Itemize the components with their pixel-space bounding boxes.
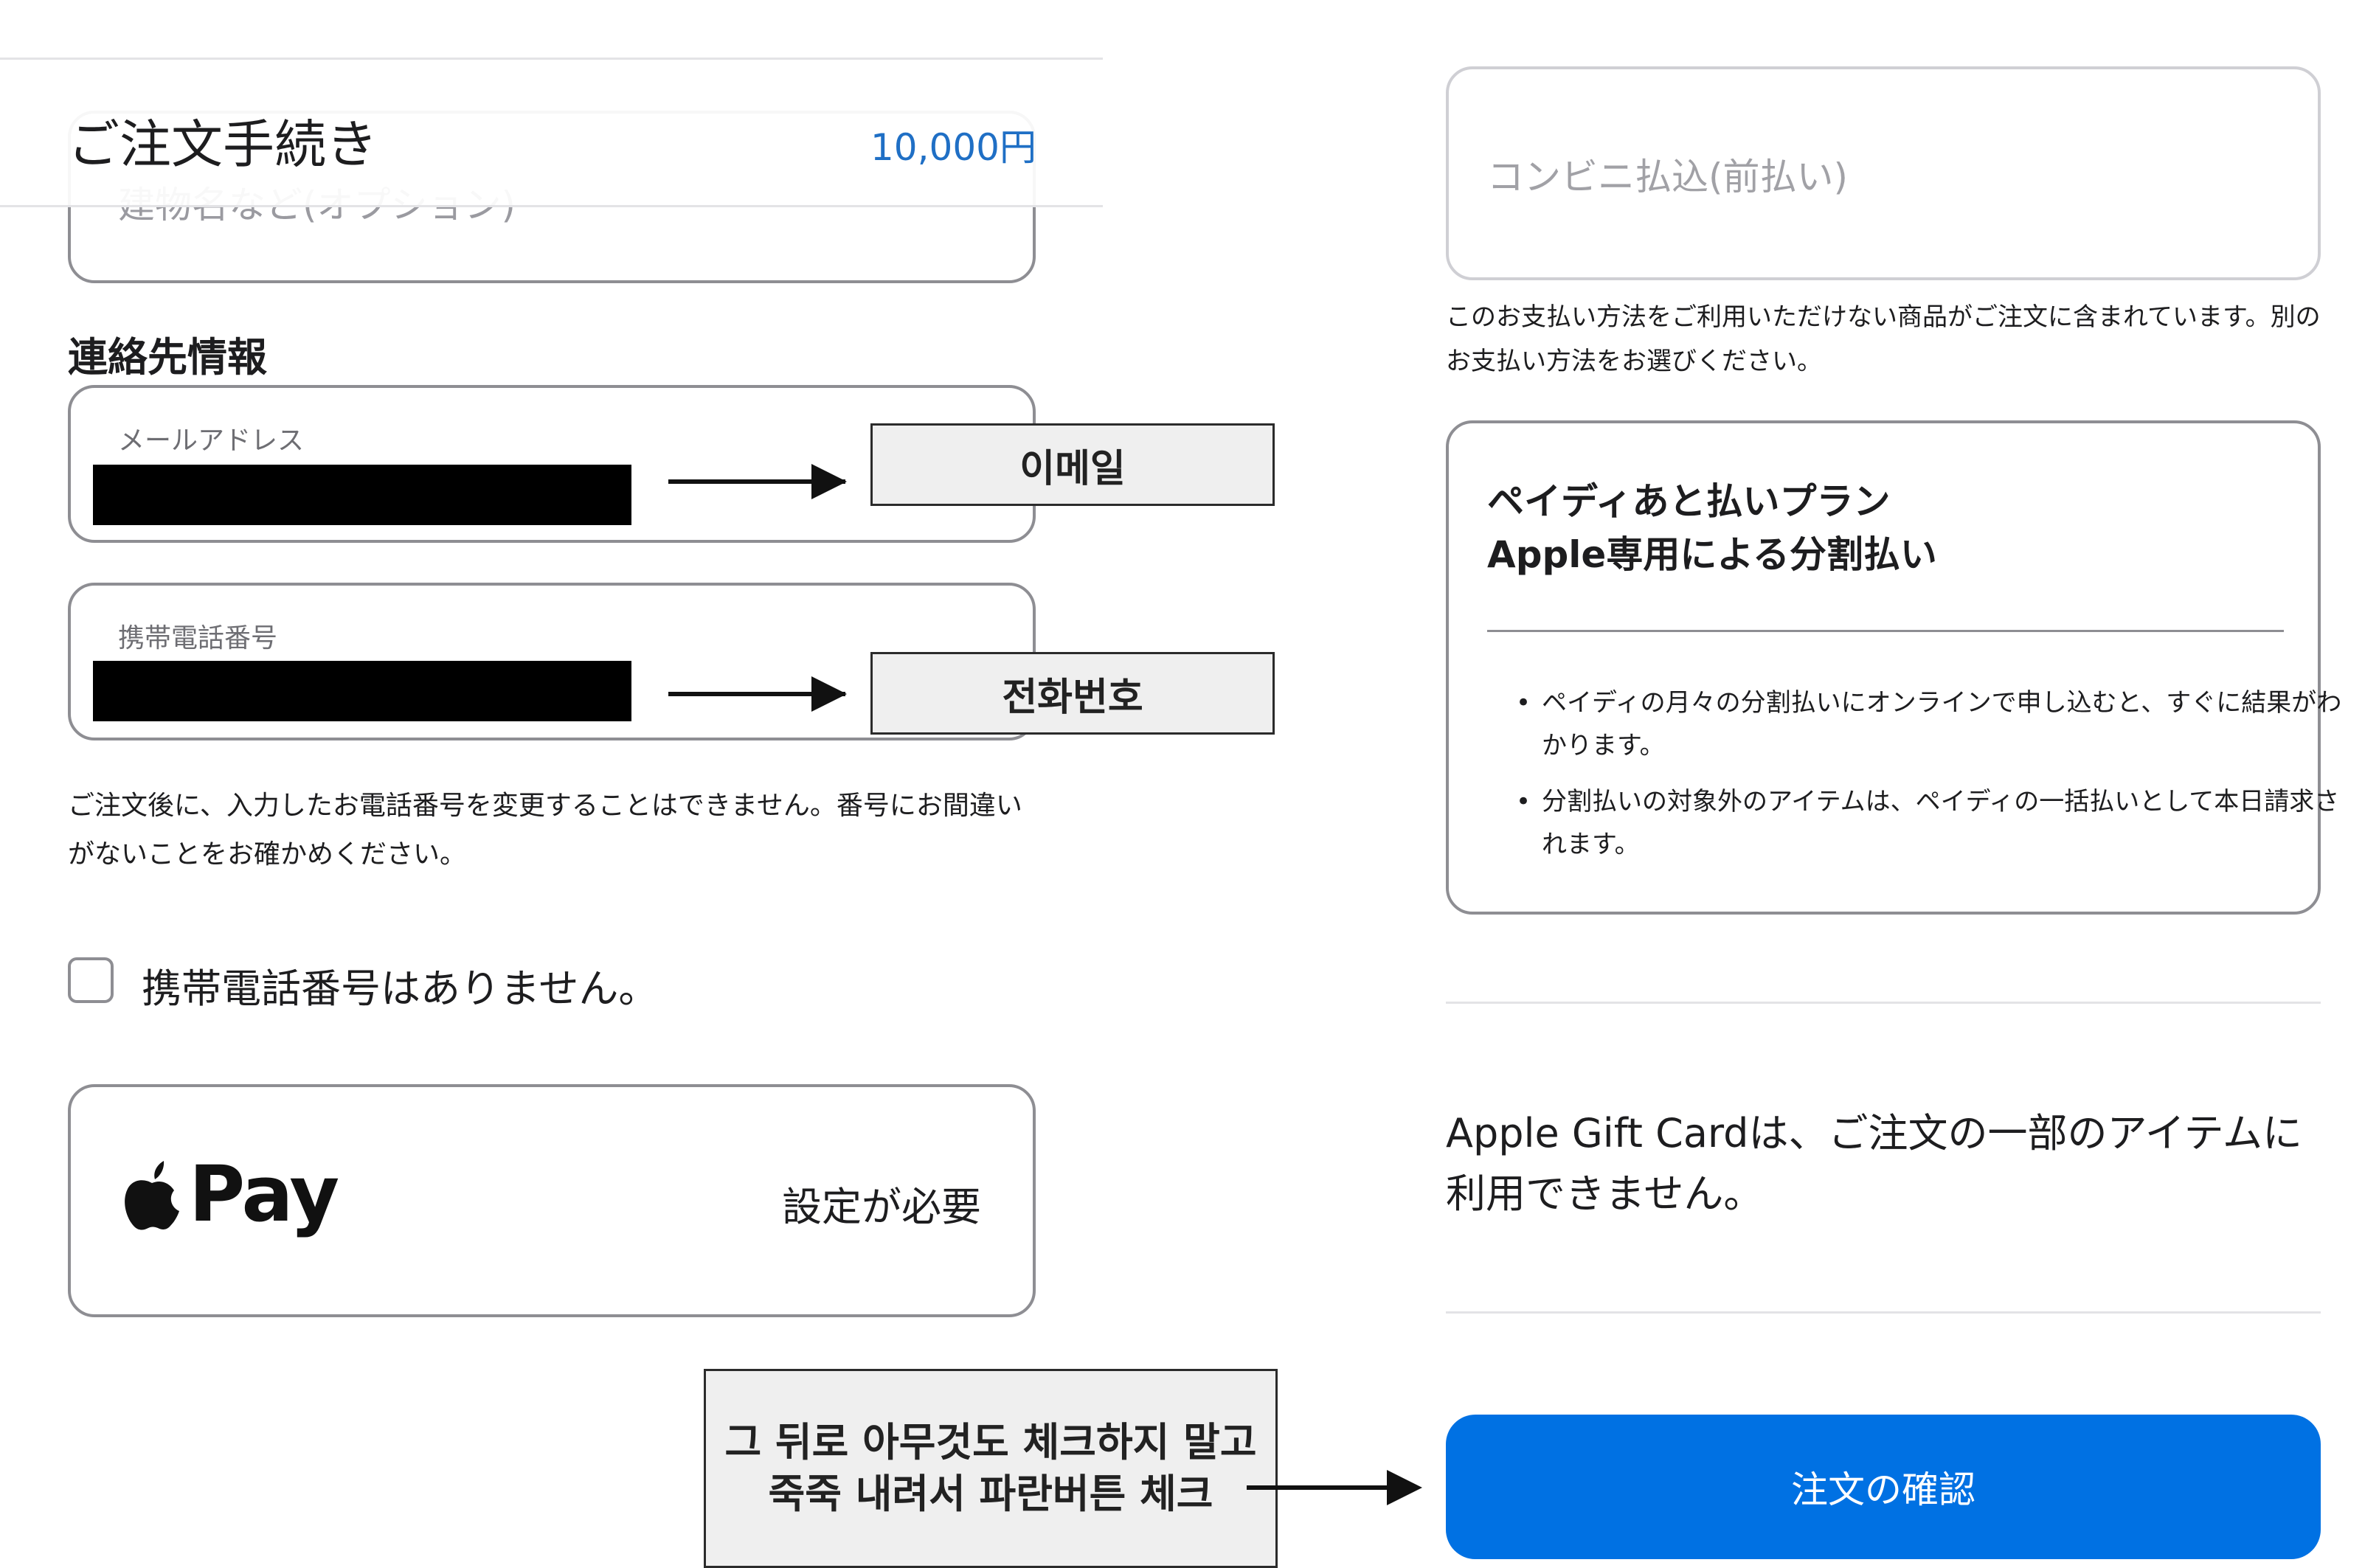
list-item: • 分割払いの対象外のアイテムは、ペイディの一括払いとして本日請求されます。 [1515,787,2340,859]
paidy-divider [1487,630,2284,632]
convenience-store-option[interactable] [1446,66,2321,280]
paidy-installment-option[interactable] [1446,420,2321,915]
instruction-callout: 그 뒤로 아무것도 체크하지 말고 죽죽 내려서 파란버튼 체크 [704,1369,1278,1568]
phone-field-label: 携帯電話番号 [118,623,278,653]
paidy-bullet-list: • ペイディの月々の分割払いにオンラインで申し込むと、すぐに結果がわかります。 … [1505,681,2343,866]
arrow-right-icon [811,464,847,499]
page-title: ご注文手続き [68,114,378,175]
convenience-store-label: コンビニ払込(前払い) [1487,156,1849,198]
contact-info-heading: 連絡先情報 [68,334,267,381]
apple-pay-status: 設定が必要 [782,1184,981,1230]
top-divider [0,58,1103,60]
email-redacted-value [93,465,631,525]
phone-callout: 전화번호 [870,652,1275,735]
paidy-title-line-1: ペイディあと払いプラン [1487,480,1891,523]
confirm-order-button[interactable]: 注文の確認 [1446,1415,2321,1559]
paidy-title-line-2: Apple専用による分割払い [1487,533,1937,576]
instruction-line-1: 그 뒤로 아무것도 체크하지 말고 [724,1419,1257,1465]
apple-logo-icon [122,1159,181,1230]
instruction-line-2: 죽죽 내려서 파란버튼 체크 [768,1471,1213,1517]
email-field-label: メールアドレス [118,426,305,456]
phone-change-note: ご注文後に、入力したお電話番号を変更することはできません。番号にお間違いがないこ… [68,791,1022,870]
email-arrow-line [668,479,845,484]
list-item: • ペイディの月々の分割払いにオンラインで申し込むと、すぐに結果がわかります。 [1515,688,2342,760]
arrow-right-icon [1387,1470,1422,1505]
section-divider [1446,1002,2321,1004]
email-callout: 이메일 [870,423,1275,506]
phone-redacted-value [93,661,631,721]
phone-arrow-line [668,692,845,696]
convenience-unavailable-note: このお支払い方法をご利用いただけない商品がご注文に含まれています。別のお支払い方… [1446,302,2321,376]
header-divider [0,205,1103,207]
no-phone-label: 携帯電話番号はありません。 [142,965,659,1012]
gift-card-note: Apple Gift Cardは、ご注文の一部のアイテムに利用できません。 [1446,1110,2303,1217]
arrow-right-icon [811,676,847,712]
apple-pay-wordmark: Pay [189,1149,339,1239]
instruction-arrow-line [1247,1485,1394,1490]
no-phone-checkbox[interactable] [68,957,114,1003]
apple-pay-option[interactable] [68,1084,1036,1317]
section-divider [1446,1311,2321,1314]
order-total[interactable]: 10,000円 [870,126,1036,169]
sticky-header [0,60,1103,205]
